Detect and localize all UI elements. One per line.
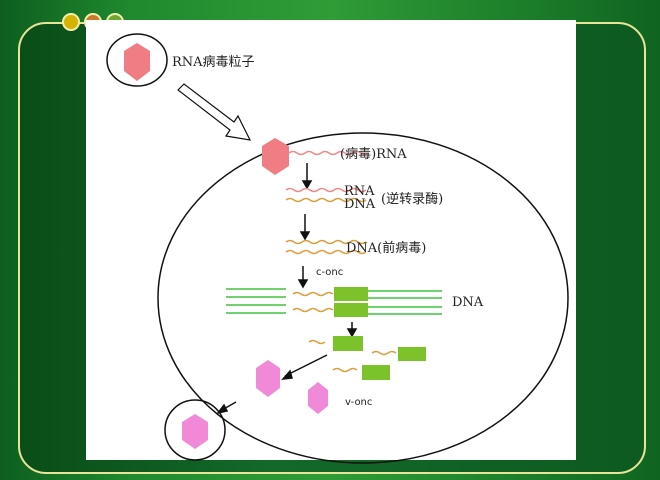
oncogene-transcript	[398, 347, 426, 361]
viral-hexagon	[262, 138, 289, 175]
entry-arrow-icon	[177, 83, 252, 141]
nucleic-acid-strand	[371, 350, 397, 356]
nucleic-acid-strand	[308, 339, 326, 345]
host-dna-lines	[226, 288, 442, 315]
rna-label: RNA	[344, 184, 375, 199]
dna-label: DNA	[344, 197, 376, 212]
arrow-icon	[281, 369, 293, 380]
host-cell	[157, 132, 569, 464]
oncogene-transcript	[333, 336, 363, 351]
arrow-down-icon	[299, 231, 311, 241]
c-onc-gene	[334, 303, 368, 317]
released-virus-hexagon	[182, 414, 208, 449]
nucleic-acid-strand	[332, 367, 358, 373]
virus-particle-label: RNA病毒粒子	[172, 55, 255, 70]
new-virus-hexagon	[256, 360, 280, 397]
nucleic-acid-strand	[292, 307, 334, 313]
arrow-down-icon	[346, 328, 358, 338]
host-dna-label: DNA	[452, 295, 484, 310]
virus-hexagon	[124, 43, 150, 81]
nucleic-acid-strand	[292, 291, 334, 297]
v-onc-label: v-onc	[345, 397, 372, 408]
virus-particle-circle	[106, 33, 168, 87]
arrow-down-icon	[301, 180, 313, 190]
reverse-transcriptase-label: (逆转录酶)	[381, 191, 443, 207]
provirus-label: DNA(前病毒)	[346, 240, 426, 256]
diagram-shape	[284, 354, 328, 377]
arrow-down-icon	[297, 279, 309, 289]
new-virus-hexagon	[308, 382, 328, 414]
c-onc-label: c-onc	[316, 267, 343, 278]
oncogene-transcript	[362, 365, 390, 380]
decor-dot-yellow	[62, 13, 80, 31]
arrow-icon	[216, 403, 229, 415]
viral-rna-label: (病毒)RNA	[340, 147, 407, 162]
c-onc-gene	[334, 287, 368, 301]
released-virus-circle	[164, 399, 226, 461]
slide-content	[86, 20, 576, 460]
